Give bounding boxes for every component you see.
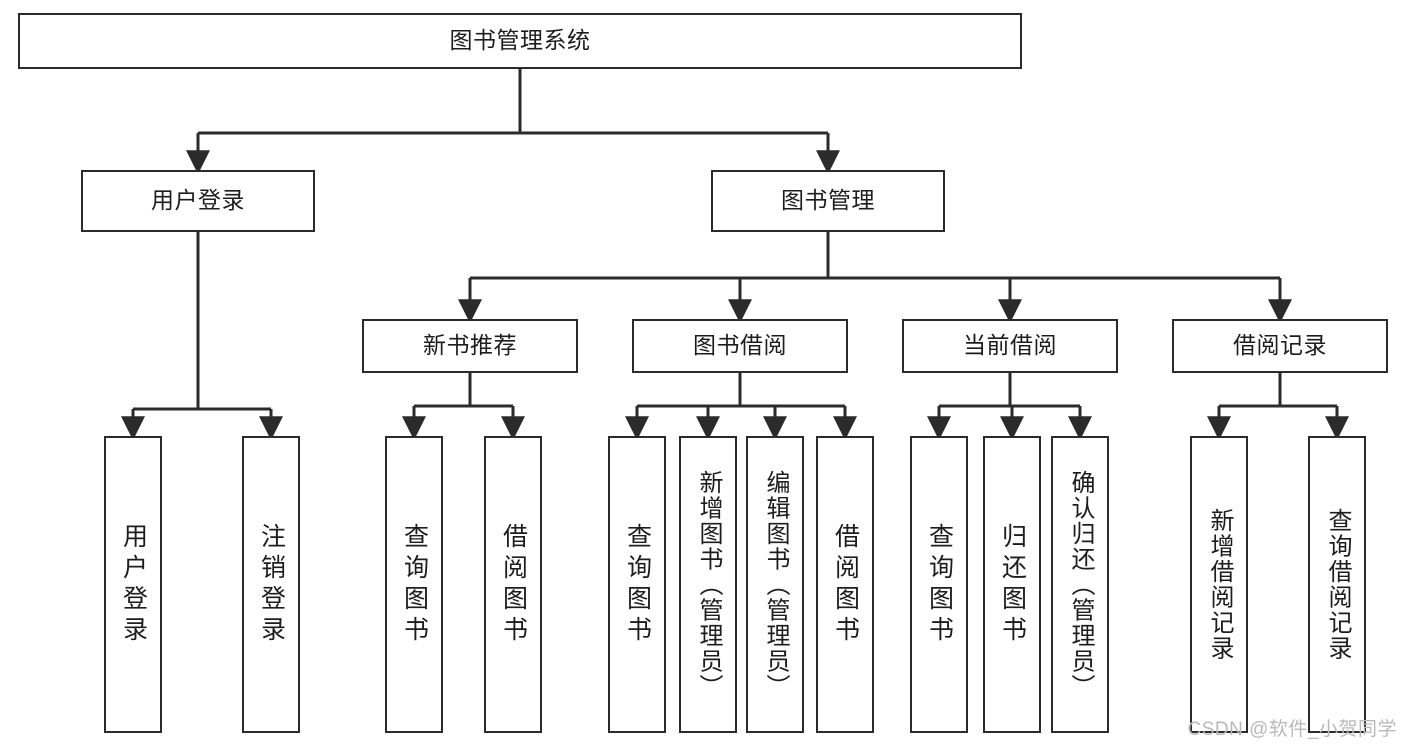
node-label: 确认归还（管理员） bbox=[1067, 469, 1094, 700]
node-label: 图书管理系统 bbox=[449, 27, 591, 54]
node-label: 借阅图书 bbox=[831, 522, 860, 647]
node-label: 用户登录 bbox=[151, 187, 245, 214]
node-label: 用户登录 bbox=[119, 522, 148, 647]
connector-bus-l2-new-book bbox=[414, 373, 513, 408]
node-label: 查询图书 bbox=[400, 522, 429, 647]
node-leaf-rec-query[interactable]: 查询借阅记录 bbox=[1308, 436, 1366, 733]
node-leaf-cur-confirm[interactable]: 确认归还（管理员） bbox=[1051, 436, 1109, 733]
node-l2-current[interactable]: 当前借阅 bbox=[902, 319, 1118, 373]
node-leaf-nb-borrow[interactable]: 借阅图书 bbox=[484, 436, 542, 733]
node-l2-record[interactable]: 借阅记录 bbox=[1172, 319, 1388, 373]
node-label: 借阅图书 bbox=[499, 522, 528, 647]
node-leaf-rec-add[interactable]: 新增借阅记录 bbox=[1190, 436, 1248, 733]
node-leaf-bl-query[interactable]: 查询图书 bbox=[608, 436, 666, 733]
node-label: 查询图书 bbox=[623, 522, 652, 647]
node-label: 归还图书 bbox=[998, 522, 1027, 647]
node-l2-new-book[interactable]: 新书推荐 bbox=[362, 319, 578, 373]
node-label: 编辑图书（管理员） bbox=[762, 469, 789, 700]
connector-bus-l1-user-login bbox=[133, 232, 271, 411]
node-leaf-user-login[interactable]: 用户登录 bbox=[104, 436, 162, 733]
connector-bus-l2-borrow bbox=[637, 373, 845, 408]
node-leaf-bl-edit[interactable]: 编辑图书（管理员） bbox=[746, 436, 804, 733]
node-label: 图书管理 bbox=[781, 187, 875, 214]
node-leaf-bl-add[interactable]: 新增图书（管理员） bbox=[679, 436, 737, 733]
connector-bus-l2-record bbox=[1219, 373, 1337, 408]
node-label: 新书推荐 bbox=[423, 332, 517, 359]
node-leaf-bl-borrow[interactable]: 借阅图书 bbox=[816, 436, 874, 733]
node-label: 图书借阅 bbox=[693, 332, 787, 359]
node-label: 新增图书（管理员） bbox=[695, 469, 722, 700]
node-label: 查询借阅记录 bbox=[1324, 508, 1351, 661]
node-l1-book-manage[interactable]: 图书管理 bbox=[711, 170, 945, 232]
node-root[interactable]: 图书管理系统 bbox=[18, 13, 1022, 69]
connector-bus-l1-book-manage bbox=[470, 232, 1280, 280]
node-label: 当前借阅 bbox=[963, 332, 1057, 359]
node-leaf-cur-return[interactable]: 归还图书 bbox=[983, 436, 1041, 733]
node-label: 借阅记录 bbox=[1233, 332, 1327, 359]
node-l2-borrow[interactable]: 图书借阅 bbox=[632, 319, 848, 373]
node-leaf-user-logout[interactable]: 注销登录 bbox=[242, 436, 300, 733]
node-label: 查询图书 bbox=[925, 522, 954, 647]
node-label: 注销登录 bbox=[257, 522, 286, 647]
node-l1-user-login[interactable]: 用户登录 bbox=[81, 170, 315, 232]
connector-bus-l2-current bbox=[939, 373, 1080, 408]
node-leaf-cur-query[interactable]: 查询图书 bbox=[910, 436, 968, 733]
node-label: 新增借阅记录 bbox=[1206, 508, 1233, 661]
node-leaf-nb-query[interactable]: 查询图书 bbox=[385, 436, 443, 733]
connector-bus-root bbox=[198, 69, 828, 135]
